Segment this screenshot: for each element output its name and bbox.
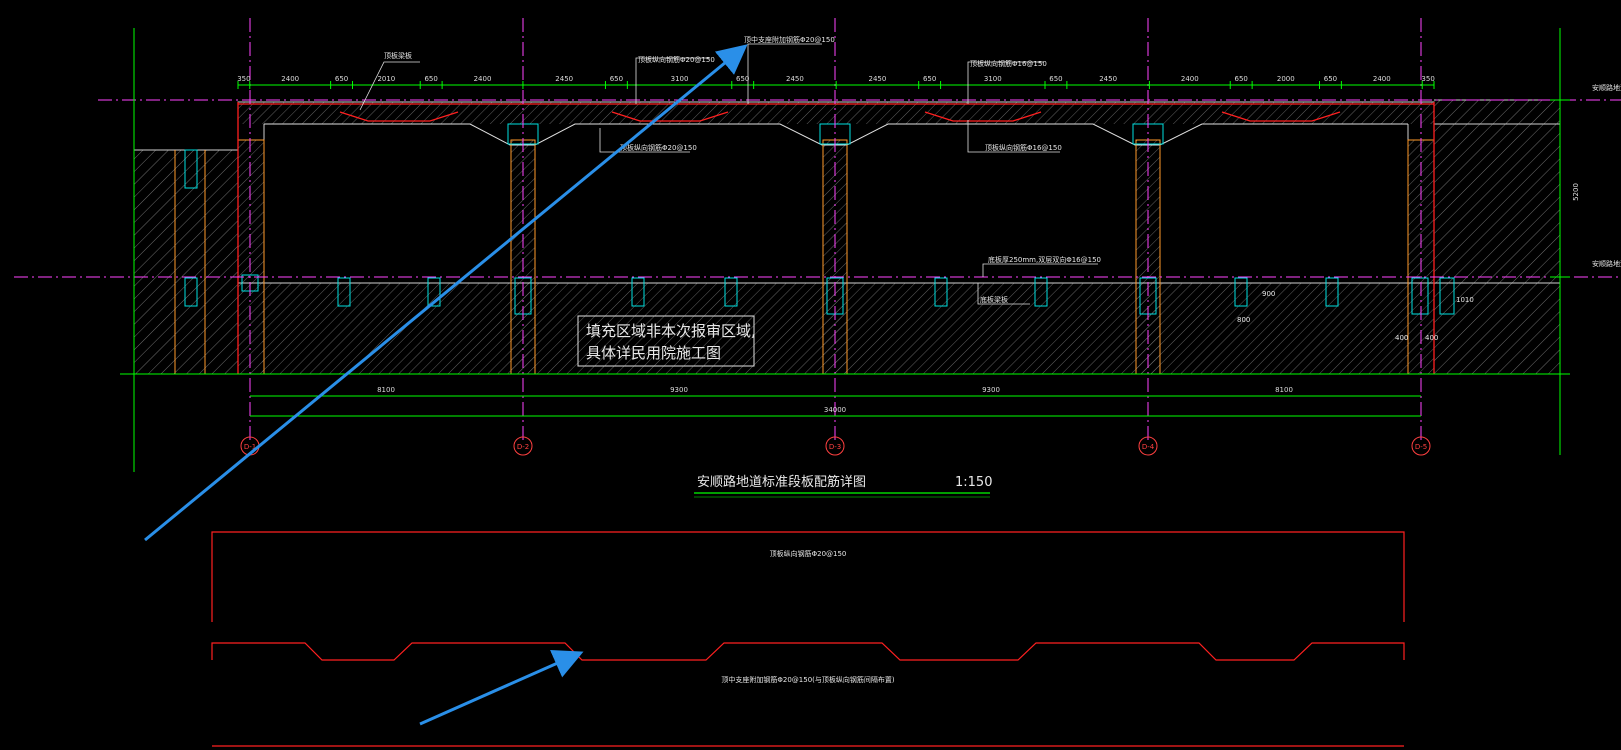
axis-bubble-2 bbox=[513, 436, 533, 456]
label-800: 800 bbox=[1237, 316, 1250, 324]
leader-lines bbox=[359, 43, 1098, 305]
label-bottom-slab-2: 底板梁板 bbox=[980, 295, 1008, 304]
top-dim-13: 3100 bbox=[984, 75, 1002, 83]
top-dim-17: 650 bbox=[1234, 75, 1247, 83]
label-right-mid: 安顺路地道 bbox=[1592, 259, 1621, 268]
total-dim: 34000 bbox=[824, 406, 846, 414]
top-dim-0: 350 bbox=[237, 75, 250, 83]
label-top-right: 顶板纵向钢筋Φ16@150 bbox=[970, 59, 1047, 68]
top-dim-21: 350 bbox=[1421, 75, 1434, 83]
axis-label-4: D-4 bbox=[1142, 443, 1155, 451]
top-dim-12: 650 bbox=[923, 75, 936, 83]
top-dim-18: 2000 bbox=[1277, 75, 1295, 83]
top-dim-1: 2400 bbox=[281, 75, 299, 83]
label-top-mid: 顶板纵向钢筋Φ20@150 bbox=[638, 55, 715, 64]
dimension-lines bbox=[120, 28, 1570, 472]
label-mid-right: 顶板纵向钢筋Φ16@150 bbox=[985, 143, 1062, 152]
top-dim-8: 3100 bbox=[671, 75, 689, 83]
top-dim-4: 650 bbox=[424, 75, 437, 83]
top-dimensions: 350 2400 650 2010 650 2400 2450 650 3100 650 2450 2… bbox=[237, 75, 1435, 83]
top-dim-7: 650 bbox=[610, 75, 623, 83]
top-dim-5: 2400 bbox=[474, 75, 492, 83]
top-rebar bbox=[237, 102, 1435, 374]
detail-top-bar bbox=[211, 531, 1405, 622]
top-dim-2: 650 bbox=[335, 75, 348, 83]
bay-dimensions: 8100 9300 9300 8100 34000 5200 bbox=[377, 183, 1580, 414]
detail-bottom-label: 顶中支座附加钢筋Φ20@150(与顶板纵向钢筋间隔布置) bbox=[721, 675, 895, 684]
annotations: 顶板梁板 顶板纵向钢筋Φ20@150 顶中支座附加钢筋Φ20@150 顶板纵向钢… bbox=[384, 35, 1621, 342]
axis-bubble-5 bbox=[1411, 436, 1431, 456]
axis-bubble-3 bbox=[825, 436, 845, 456]
label-1010: 1010 bbox=[1456, 296, 1474, 304]
detail-top-label: 顶板纵向钢筋Φ20@150 bbox=[770, 549, 847, 558]
top-dim-16: 2400 bbox=[1181, 75, 1199, 83]
top-dim-3: 2010 bbox=[377, 75, 395, 83]
label-400-a: 400 bbox=[1395, 334, 1408, 342]
top-slab-hatch bbox=[238, 102, 1434, 124]
label-bottom-slab: 底板厚250mm,双层双向Φ16@150 bbox=[988, 255, 1101, 264]
label-right-top: 安顺路地道 bbox=[1592, 83, 1621, 92]
dimension-ticks bbox=[237, 81, 1435, 89]
bay-dim-1: 8100 bbox=[377, 386, 395, 394]
axis-label-2: D-2 bbox=[517, 443, 529, 451]
annotation-arrow-2 bbox=[419, 650, 584, 726]
axis-label-1: D-1 bbox=[244, 443, 256, 451]
annotation-arrow-1 bbox=[144, 44, 748, 542]
axis-bubble-4 bbox=[1138, 436, 1158, 456]
top-dim-6: 2450 bbox=[555, 75, 573, 83]
label-top-left: 顶板梁板 bbox=[384, 51, 412, 60]
top-dim-20: 2400 bbox=[1373, 75, 1391, 83]
axis-label-5: D-5 bbox=[1415, 443, 1427, 451]
bay-dim-2: 9300 bbox=[670, 386, 688, 394]
axis-bubbles: D-1 D-2 D-3 D-4 D-5 bbox=[240, 436, 1431, 456]
top-dim-10: 2450 bbox=[786, 75, 804, 83]
fill-note-line-1: 填充区域非本次报审区域, bbox=[586, 322, 756, 340]
label-400-b: 400 bbox=[1425, 334, 1438, 342]
top-dim-14: 650 bbox=[1049, 75, 1062, 83]
detail-bent-bar bbox=[211, 642, 1405, 661]
drawing-title: 安顺路地道标准段板配筋详图 bbox=[697, 474, 866, 490]
axis-label-3: D-3 bbox=[829, 443, 841, 451]
note-box bbox=[577, 315, 755, 367]
stirrups bbox=[184, 123, 1455, 315]
label-mid-left: 顶板纵向钢筋Φ20@150 bbox=[620, 143, 697, 152]
bay-dim-4: 8100 bbox=[1275, 386, 1293, 394]
top-dim-19: 650 bbox=[1324, 75, 1337, 83]
top-dim-11: 2450 bbox=[869, 75, 887, 83]
fill-note-line-2: 具体详民用院施工图 bbox=[586, 344, 721, 362]
height-dim: 5200 bbox=[1572, 183, 1580, 201]
label-900: 900 bbox=[1262, 290, 1275, 298]
label-top-center: 顶中支座附加钢筋Φ20@150 bbox=[744, 35, 835, 44]
bay-dim-3: 9300 bbox=[982, 386, 1000, 394]
top-dim-9: 650 bbox=[736, 75, 749, 83]
drawing-scale: 1:150 bbox=[955, 475, 992, 490]
top-dim-15: 2450 bbox=[1099, 75, 1117, 83]
